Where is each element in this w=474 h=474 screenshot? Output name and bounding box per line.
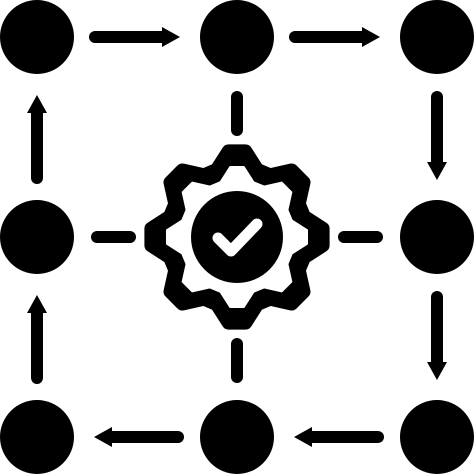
arrow-top-left-to-center: [89, 27, 180, 47]
arrow-left-middle-to-top: [27, 95, 47, 184]
node-top-left: [0, 0, 74, 74]
arrow-top-center-to-right: [289, 27, 380, 47]
node-bottom-left: [0, 400, 74, 474]
node-top-right: [400, 0, 474, 74]
node-bottom-center: [200, 400, 274, 474]
node-middle-right: [400, 200, 474, 274]
checkmark-icon: [212, 218, 263, 257]
flow-arrows: [27, 27, 447, 447]
arrow-left-bottom-to-middle: [27, 295, 47, 384]
node-middle-left: [0, 200, 74, 274]
node-top-center: [200, 0, 274, 74]
node-bottom-right: [400, 400, 474, 474]
arrow-bottom-right-to-center: [294, 427, 384, 447]
center-connectors: [91, 91, 383, 383]
arrow-right-middle-to-bottom: [427, 291, 447, 380]
arrow-bottom-center-to-left: [94, 427, 184, 447]
arrow-right-top-to-middle: [427, 91, 447, 180]
gear-icon: [144, 144, 330, 330]
